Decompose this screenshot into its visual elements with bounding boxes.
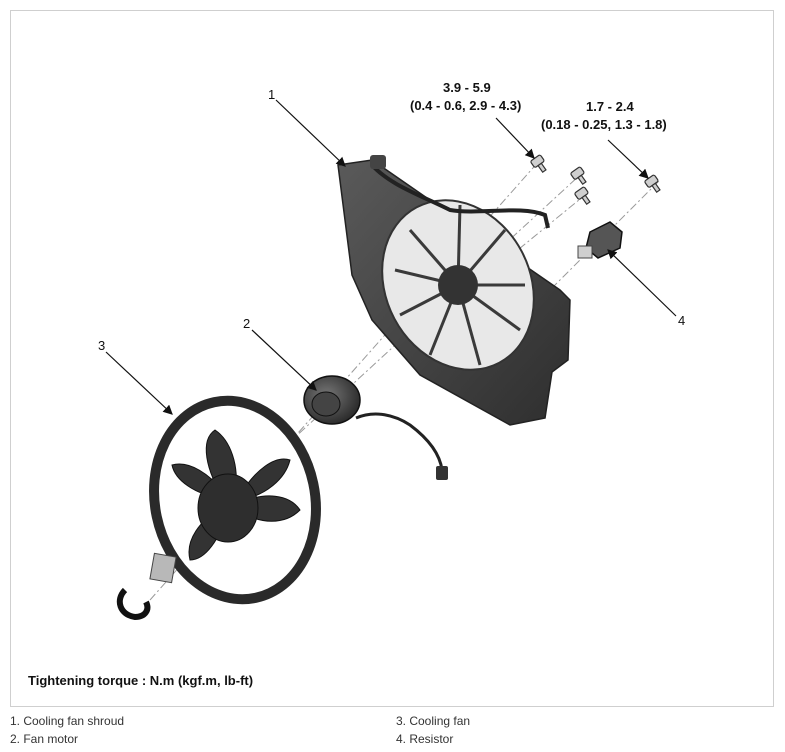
legend-right: 3. Cooling fan 4. Resistor <box>396 712 470 748</box>
legend-item: 1. Cooling fan shroud <box>10 714 125 728</box>
bolt <box>644 174 661 193</box>
tightening-torque-label: Tightening torque : N.m (kgf.m, lb-ft) <box>28 673 254 688</box>
fan-clip <box>116 552 177 621</box>
resistor <box>577 221 623 259</box>
fan-motor <box>303 375 448 480</box>
bolt <box>530 154 547 173</box>
bolts <box>530 154 661 205</box>
torque-spec-b-line1: 1.7 - 2.4 <box>586 99 634 114</box>
bolt <box>574 186 591 205</box>
legend-item: 3. Cooling fan <box>396 714 471 728</box>
callout-4: 4 <box>678 313 685 328</box>
cooling-fan <box>149 395 321 605</box>
callout-1: 1 <box>268 87 275 102</box>
callout-3: 3 <box>98 338 105 353</box>
legend-item: 4. Resistor <box>396 732 454 746</box>
legend-left: 1. Cooling fan shroud 2. Fan motor <box>10 712 124 748</box>
leader-lines <box>105 99 677 415</box>
torque-spec-a-line2: (0.4 - 0.6, 2.9 - 4.3) <box>410 98 521 113</box>
callout-2: 2 <box>243 316 250 331</box>
cooling-fan-shroud <box>337 155 571 426</box>
legend-item: 2. Fan motor <box>10 732 79 746</box>
bolt <box>570 166 587 185</box>
torque-spec-a-line1: 3.9 - 5.9 <box>443 80 491 95</box>
diagram-frame <box>10 10 774 707</box>
torque-spec-b-line2: (0.18 - 0.25, 1.3 - 1.8) <box>541 117 667 132</box>
